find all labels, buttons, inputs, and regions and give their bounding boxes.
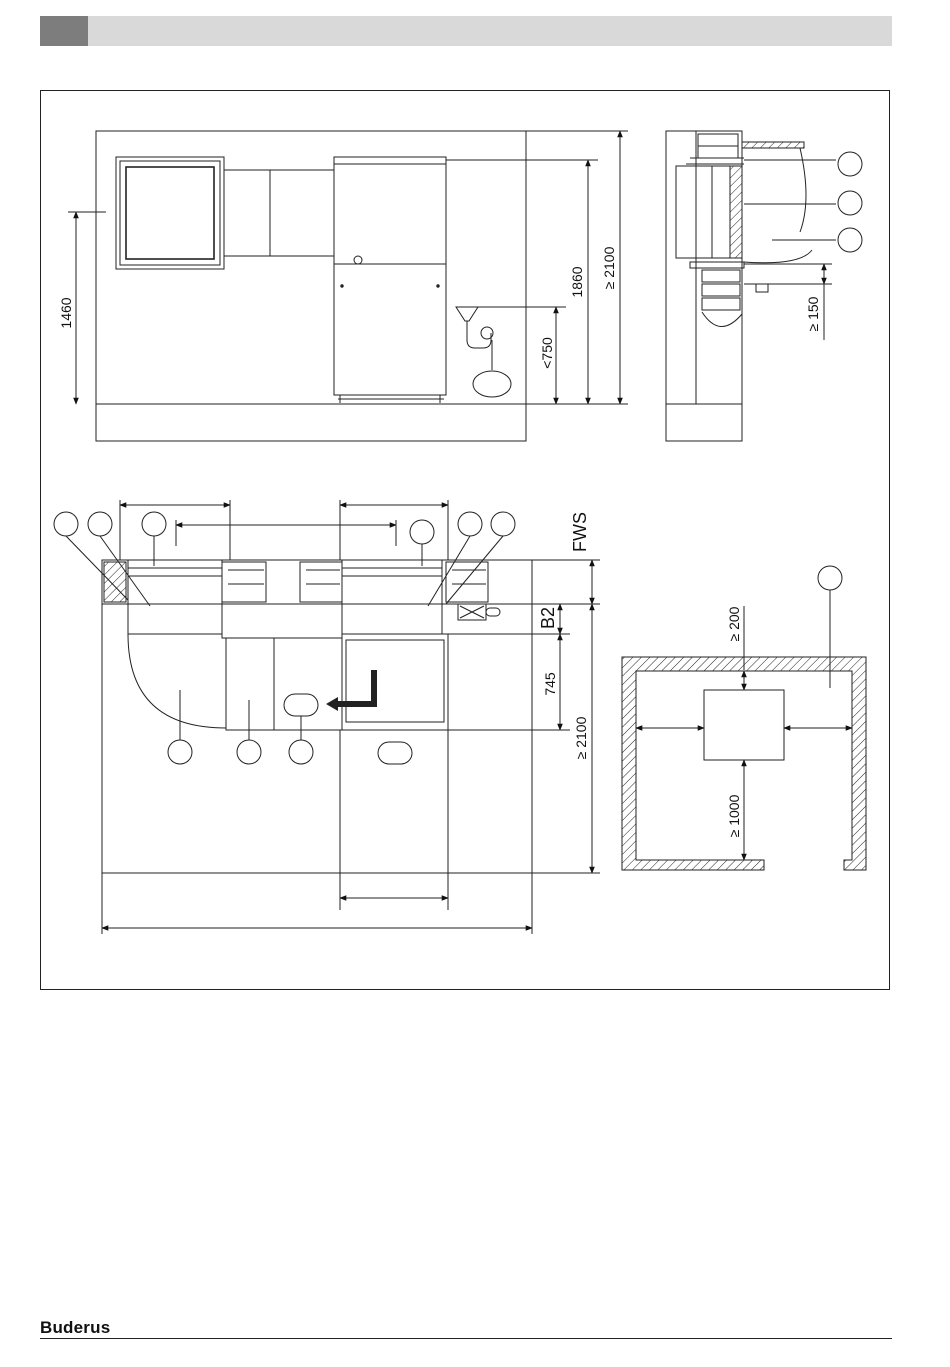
brick-row: [702, 298, 740, 310]
plan-storage-tank: [128, 560, 222, 634]
plan-boiler-top: [342, 560, 442, 634]
dim-1860-label: 1860: [569, 266, 585, 297]
plan-room-outline: [102, 560, 532, 873]
dim-1000-label: ≥ 1000: [726, 794, 742, 837]
storage-tank-inner: [120, 161, 220, 265]
room-clearance-view: ≥ 200 ≥ 1000: [622, 566, 866, 870]
label-fws: FWS: [570, 512, 590, 552]
callout-circle: [458, 512, 482, 536]
plan-oval-left: [284, 694, 318, 716]
dim-750-label: <750: [539, 337, 555, 369]
drain-stub: [756, 284, 768, 292]
valve-handle: [486, 608, 500, 616]
callout-circle: [54, 512, 78, 536]
neutralizer: [473, 371, 511, 397]
valve-cross: [460, 606, 484, 618]
drain-funnel: [456, 307, 478, 321]
brick-row: [698, 134, 738, 146]
flow-arrow: [334, 670, 374, 704]
side-section-view: ≥ 150: [666, 131, 862, 441]
leader: [428, 536, 470, 606]
callout-circle: [142, 512, 166, 536]
boiler-indicator: [354, 256, 362, 264]
roof-slab-hatch: [742, 142, 804, 148]
siphon-trap: [467, 321, 491, 348]
boiler-screw: [437, 285, 439, 287]
brick-row: [702, 270, 740, 282]
callout-circle: [838, 228, 862, 252]
storage-tank-outline: [116, 157, 224, 269]
callout-circle: [491, 512, 515, 536]
callout-circle: [818, 566, 842, 590]
plan-brick-mid-left: [222, 562, 266, 602]
plan-boiler-body: [342, 634, 448, 730]
boiler-casing: [334, 157, 446, 395]
callout-circle: [838, 152, 862, 176]
dim-2100-label: ≥ 2100: [601, 246, 617, 289]
front-elevation-view: 1460 <750 1860 ≥ 2100: [58, 131, 628, 441]
dim-200-label: ≥ 200: [726, 606, 742, 641]
plan-connection: [222, 604, 342, 638]
plan-duct: [226, 638, 342, 730]
boiler-footprint: [704, 690, 784, 760]
label-b2: B2: [538, 607, 558, 629]
flow-arrow-head: [326, 697, 338, 711]
callout-circle: [88, 512, 112, 536]
plan-view: FWS B2 745 ≥ 2100: [54, 500, 600, 934]
top-lintel: [686, 158, 744, 164]
cover-curve-bottom: [744, 250, 812, 263]
brick-row: [702, 284, 740, 296]
callout-circle: [289, 740, 313, 764]
dim-plan-2100-label: ≥ 2100: [573, 716, 589, 759]
cover-curve: [800, 148, 806, 232]
brand-logo: Buderus: [40, 1318, 110, 1338]
callout-circle: [168, 740, 192, 764]
elevation-wall-outline: [96, 131, 526, 441]
plan-brick-mid-right: [300, 562, 342, 602]
bottom-lintel: [690, 262, 744, 268]
storage-tank-window: [126, 167, 214, 259]
footer-rule: [40, 1338, 892, 1339]
connecting-duct: [224, 170, 334, 256]
callout-circle: [410, 520, 434, 544]
brick-break-line: [702, 312, 742, 327]
callout-circle: [838, 191, 862, 215]
dim-150-label: ≥ 150: [805, 296, 821, 331]
wall-opening: [676, 166, 712, 258]
brick-row: [698, 146, 738, 158]
boiler-screw: [341, 285, 343, 287]
plan-oval-right: [378, 742, 412, 764]
tank-door-swing: [128, 634, 226, 728]
plan-boiler-inner: [346, 640, 444, 722]
callout-circle: [237, 740, 261, 764]
dim-745-label: 745: [542, 672, 558, 696]
opening-hatch: [730, 166, 742, 258]
dim-1460-label: 1460: [58, 297, 74, 328]
